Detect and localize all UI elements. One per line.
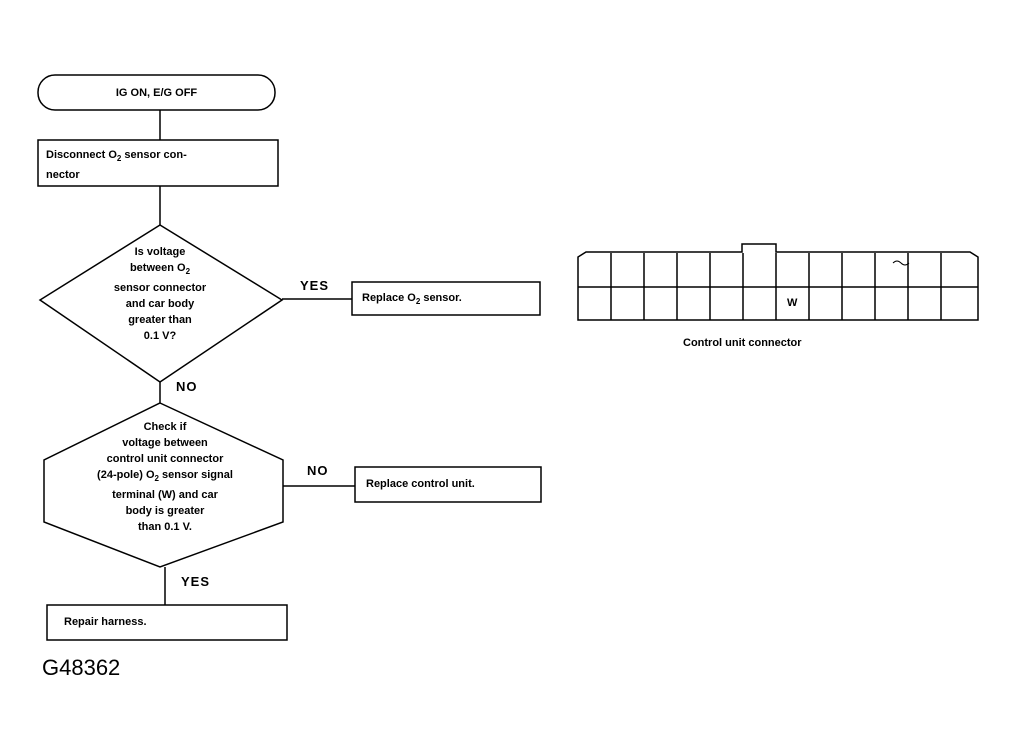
repair-harness-label: Repair harness.	[64, 616, 147, 628]
connector-caption: Control unit connector	[683, 337, 802, 349]
subscript: 2	[415, 297, 421, 307]
replace-control-box	[354, 466, 542, 503]
yes1-label: YES	[300, 278, 330, 293]
decision2-line: terminal (W) and car	[112, 489, 218, 502]
connector-pin-dividers	[610, 253, 942, 320]
subscript: 2	[185, 267, 191, 277]
subscript: 2	[154, 474, 159, 484]
yes2-label: YES	[181, 574, 211, 589]
replace-sensor-box	[351, 281, 541, 316]
control-unit-connector	[577, 243, 979, 321]
decision2-line: voltage between	[122, 437, 208, 449]
start-label: IG ON, E/G OFF	[115, 87, 198, 99]
decision2-line: Check if	[143, 421, 187, 433]
decision1-line: sensor connector	[113, 282, 207, 295]
decision1-text: between O	[129, 262, 186, 274]
no2-label: NO	[307, 463, 329, 478]
decision2-hexagon	[43, 402, 284, 568]
replace-sensor-text: sensor.	[420, 292, 462, 304]
start-terminator	[37, 74, 276, 111]
terminal-w-label: W	[787, 297, 798, 309]
figure-id: G48362	[42, 655, 121, 680]
decision2-line: than 0.1 V.	[137, 521, 192, 534]
replace-sensor-text: Replace O	[362, 292, 416, 304]
step-disconnect-label: Disconnect O2 sensor con- nector	[46, 147, 271, 183]
decision1-line: 0.1 V?	[143, 330, 177, 343]
decision1-line: Is voltage	[134, 246, 186, 258]
step-disconnect-text: sensor con-	[121, 149, 187, 161]
decision2-text: (24-pole) O	[97, 469, 155, 481]
repair-harness-box	[46, 604, 288, 641]
decision2-line: control unit connector	[106, 453, 224, 465]
subscript: 2	[116, 154, 122, 164]
decision2-label: Check if voltage between control unit co…	[70, 419, 260, 535]
step-disconnect-text: nector	[46, 169, 80, 182]
decision2-line: (24-pole) O2 sensor signal	[70, 467, 260, 487]
no1-label: NO	[176, 379, 198, 394]
decision1-line: greater than	[128, 314, 192, 327]
replace-sensor-label: Replace O2 sensor.	[362, 290, 532, 310]
decision2-text: sensor signal	[158, 469, 233, 481]
decision1-label: Is voltage between O2 sensor connector a…	[90, 244, 230, 344]
decision1-line: between O2	[90, 260, 230, 280]
connector-mark	[892, 260, 910, 266]
replace-control-label: Replace control unit.	[366, 478, 475, 490]
decision1-line: and car body	[125, 298, 195, 311]
step-disconnect-box	[37, 139, 279, 187]
decision2-line: body is greater	[125, 505, 205, 518]
step-disconnect-text: Disconnect O	[46, 149, 117, 161]
connector-outline	[577, 243, 979, 321]
